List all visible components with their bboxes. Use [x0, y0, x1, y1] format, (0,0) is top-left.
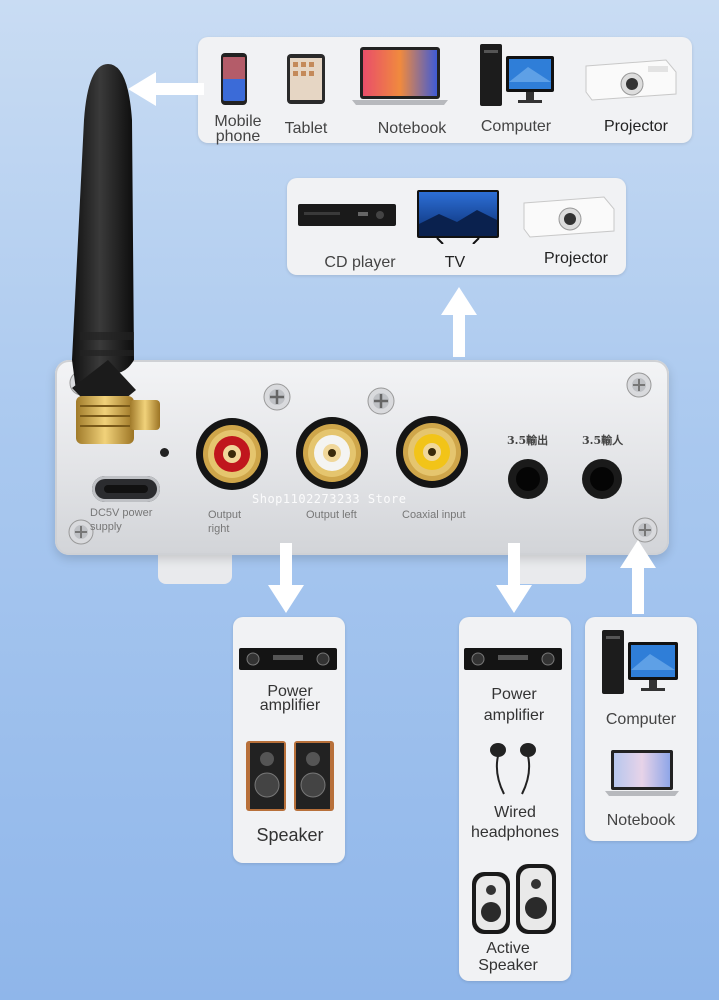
usb-c-port-inner	[104, 485, 148, 493]
speaker-image	[246, 741, 334, 811]
antenna-image	[72, 64, 160, 444]
power-amplifier-image	[464, 648, 562, 670]
label-output-left: Output left	[306, 509, 357, 521]
computer-image	[602, 630, 678, 694]
screw-icon	[632, 517, 658, 543]
tablet-image	[287, 54, 325, 104]
label-cd-player: CD player	[324, 254, 396, 271]
arrow-down-icon	[268, 543, 304, 613]
label-power-supply: DC5V power supply	[90, 507, 153, 533]
label-jack-in: 3.5輸人	[582, 434, 624, 447]
cd-player-image	[298, 204, 396, 226]
label-power-amplifier-center: Power amplifier	[483, 686, 545, 724]
label-computer-right: Computer	[605, 711, 677, 728]
rca-jack-yellow	[396, 416, 468, 488]
label-computer: Computer	[480, 118, 552, 135]
notebook-image	[352, 47, 448, 105]
arrow-up-icon	[441, 287, 477, 357]
label-active-speaker: Active Speaker	[478, 940, 538, 974]
label-power-amplifier-left: Power amplifier	[259, 683, 321, 714]
label-output-right: Output right	[208, 509, 242, 535]
power-amplifier-image	[239, 648, 337, 670]
label-notebook-right: Notebook	[606, 812, 676, 829]
active-speaker-image	[472, 864, 556, 934]
indicator-led	[160, 448, 169, 457]
label-projector-top: Projector	[603, 118, 669, 135]
label-speaker: Speaker	[256, 825, 324, 845]
screw-icon	[367, 387, 395, 415]
label-wired-headphones: Wired headphones	[470, 804, 560, 841]
label-tablet: Tablet	[284, 120, 328, 137]
projector-middle-image	[523, 196, 615, 238]
headphone-jack-in	[582, 459, 622, 499]
screw-icon	[68, 519, 94, 545]
screw-icon	[263, 383, 291, 411]
label-mobile-phone: Mobile phone	[214, 113, 262, 145]
projector-image	[585, 59, 677, 101]
mobile-phone-image	[221, 53, 247, 105]
label-tv: TV	[444, 254, 466, 271]
arrow-up-icon	[620, 540, 656, 614]
label-coaxial-input: Coaxial input	[402, 509, 466, 521]
headphone-jack-out	[508, 459, 548, 499]
computer-image	[480, 44, 554, 106]
wired-headphones-image	[490, 743, 536, 795]
rca-jack-white	[296, 417, 368, 489]
rca-jack-red	[196, 418, 268, 490]
tv-image	[417, 190, 499, 244]
arrow-left-icon	[128, 72, 204, 106]
label-jack-out: 3.5輸出	[507, 434, 549, 447]
arrow-down-icon	[496, 543, 532, 613]
label-notebook: Notebook	[377, 120, 447, 137]
notebook-image	[605, 750, 679, 796]
screw-icon	[626, 372, 652, 398]
store-watermark: Shop1102273233 Store	[252, 492, 407, 506]
label-projector-middle: Projector	[543, 250, 609, 267]
